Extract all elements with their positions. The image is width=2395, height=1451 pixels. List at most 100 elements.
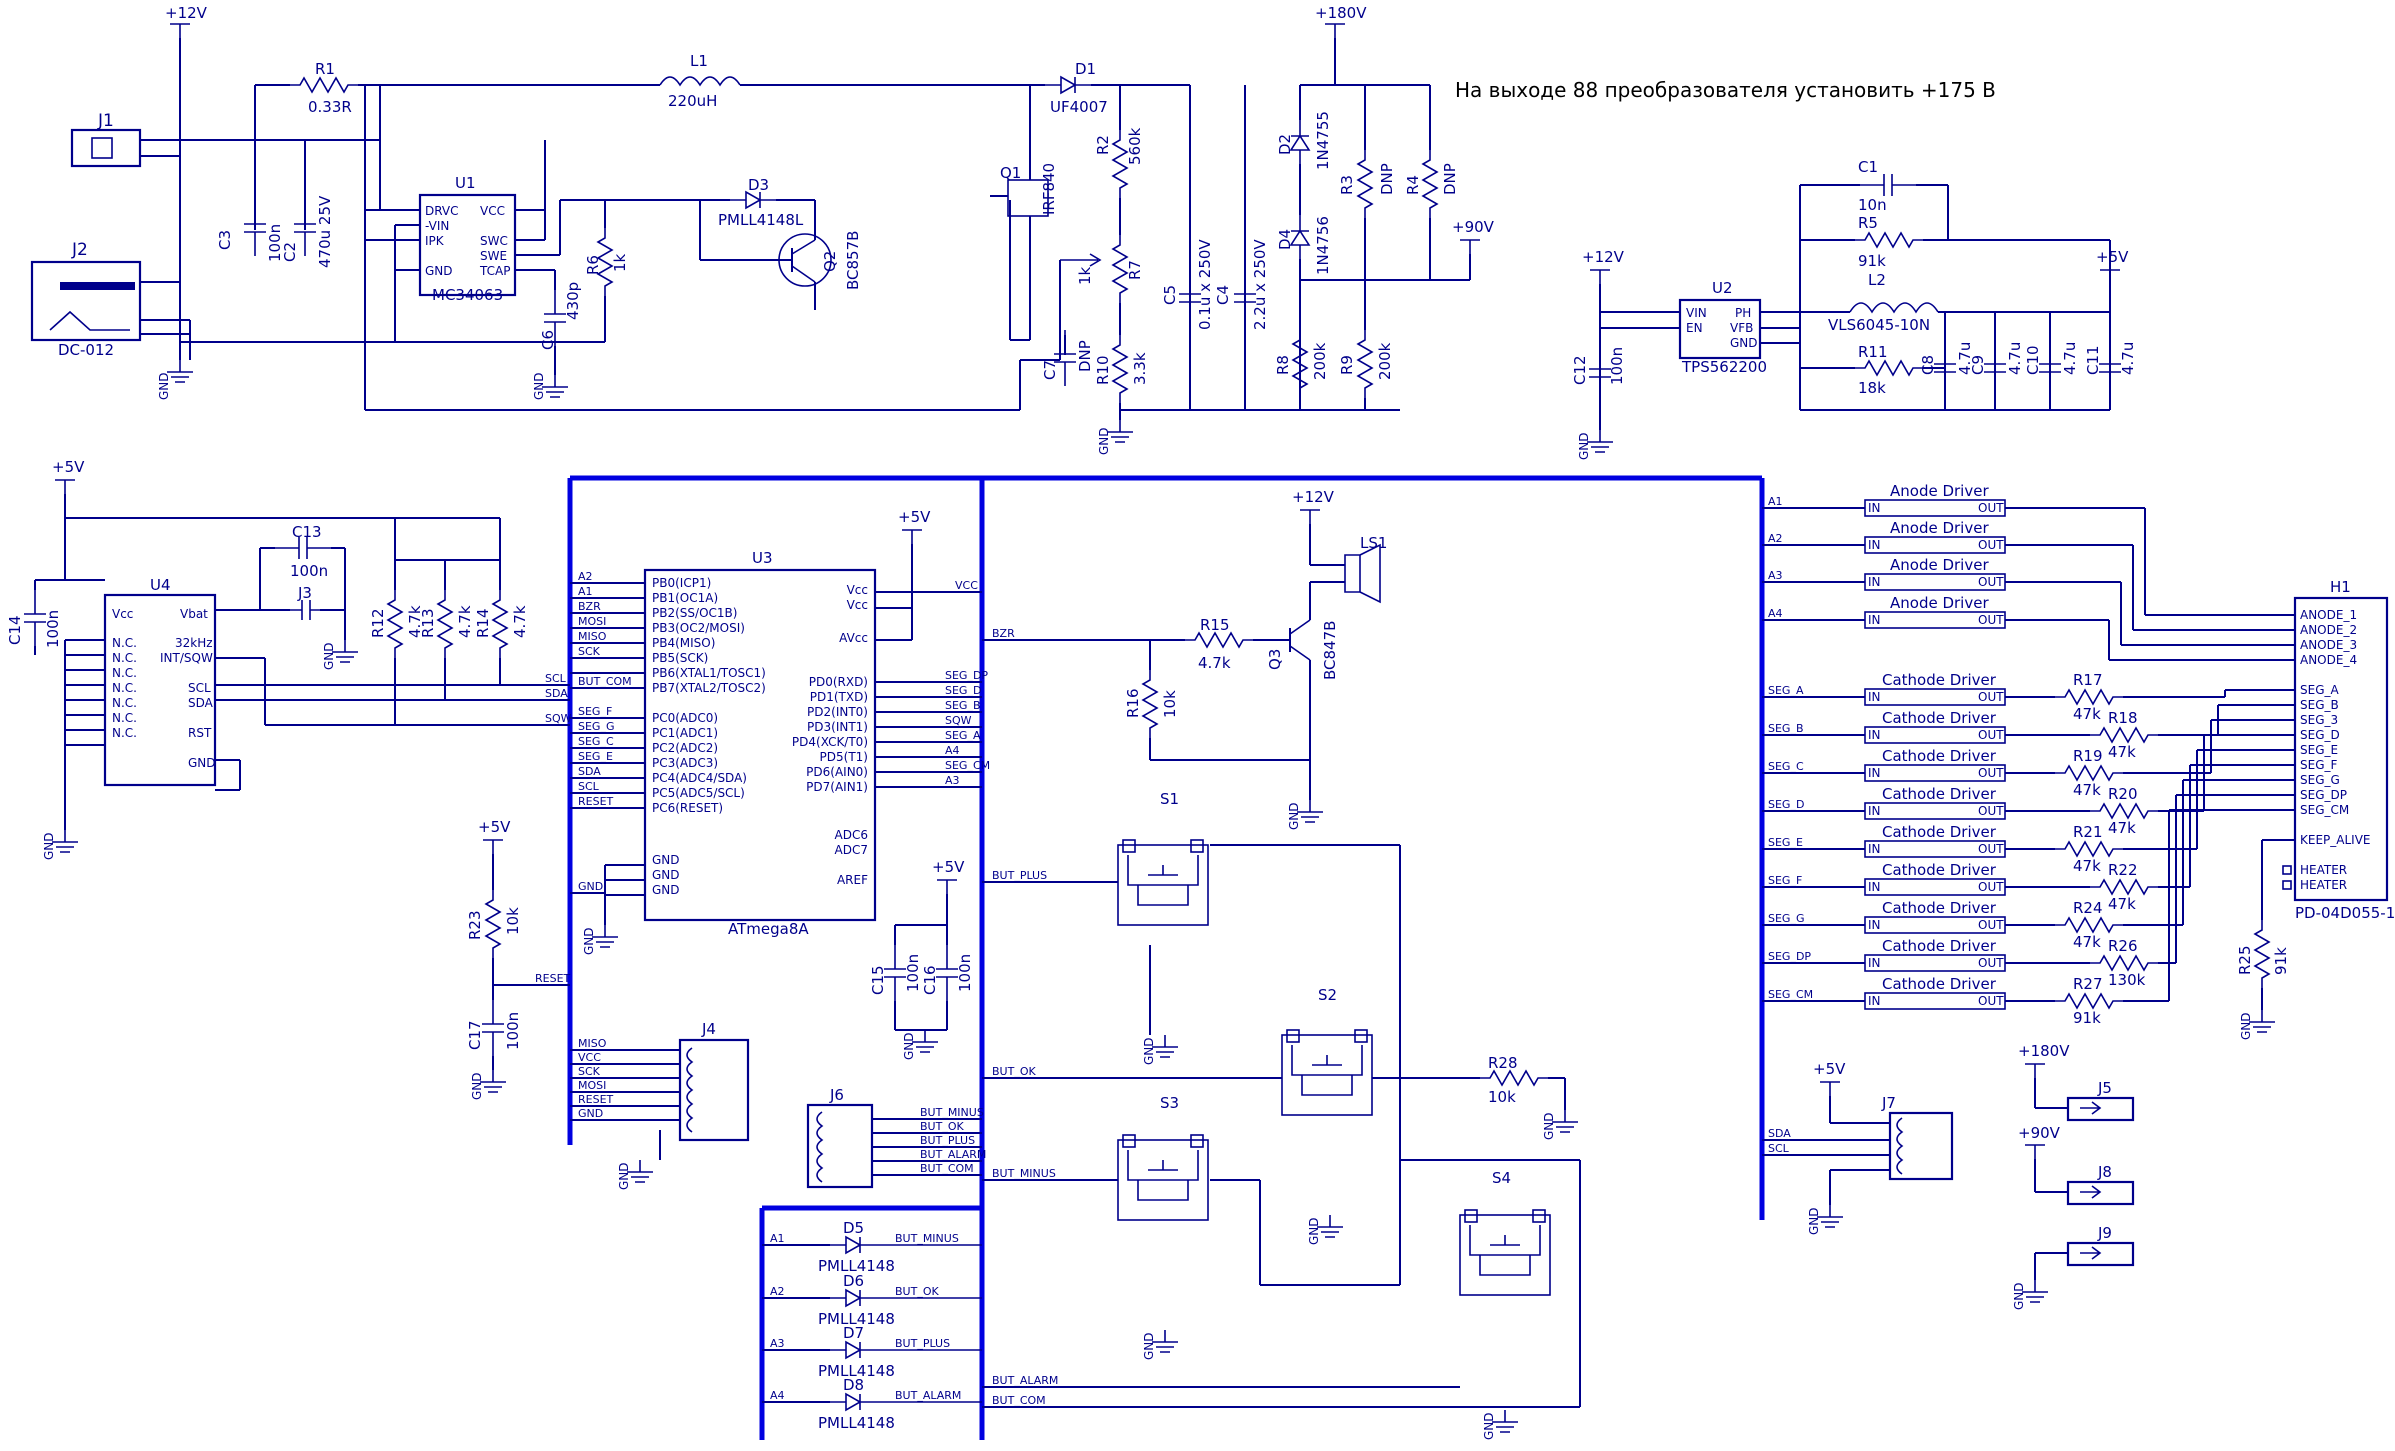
u4-pin: GND	[188, 756, 216, 770]
j1-connector	[70, 128, 142, 168]
u2-pin: PH	[1735, 306, 1751, 320]
r3-label: R3	[1338, 175, 1356, 195]
u4-pin: N.C.	[112, 681, 137, 695]
diode-value: PMLL4148	[818, 1414, 895, 1432]
c8-label: C8	[1919, 355, 1937, 375]
u1-pin: DRVC	[425, 204, 459, 218]
mcu-section: U3 ATmega8A PB0(ICP1)PB1(OC1A)PB2(SS/OC1…	[466, 508, 990, 1432]
s3-label: S3	[1160, 1094, 1179, 1112]
rail-label-90v-b: +90V	[2018, 1124, 2061, 1142]
driver-in: IN	[1868, 766, 1881, 780]
u2-value: TPS562200	[1681, 358, 1767, 376]
u3-pin-label: PB6(XTAL1/TOSC1)	[652, 666, 766, 680]
j4-net-label: MOSI	[578, 1079, 606, 1092]
u3-pin-label: PD0(RXD)	[809, 675, 868, 689]
u3-pin-label: PC4(ADC4/SDA)	[652, 771, 747, 785]
diode-anode-net: A4	[770, 1389, 785, 1402]
driver-in: IN	[1868, 575, 1881, 589]
u3-net-label: MOSI	[578, 615, 606, 628]
j7-net-scl: SCL	[1768, 1142, 1790, 1155]
seg-resistor-label: R24	[2073, 899, 2103, 917]
r5-label: R5	[1858, 214, 1878, 232]
seg-resistor	[2055, 992, 2123, 1010]
h1-pin-label: SEG_3	[2300, 713, 2338, 727]
u2-tps562200	[1678, 298, 1762, 360]
seg-net-label: SEG_G	[1768, 912, 1804, 925]
net-label-but-ok: BUT_OK	[992, 1065, 1036, 1078]
gnd-label: GND	[157, 372, 171, 400]
u3-pin-label: PC2(ADC2)	[652, 741, 718, 755]
rail-label-5v-b: +5V	[52, 458, 85, 476]
u3-pin-label: GND	[652, 853, 680, 867]
gnd-label: GND	[1807, 1207, 1821, 1235]
j4-net-label: GND	[578, 1107, 603, 1120]
s3-button[interactable]	[1117, 1134, 1209, 1221]
diode-label: D8	[843, 1376, 864, 1394]
anode-driver-title: Anode Driver	[1890, 594, 1989, 612]
u1-pin: SWC	[480, 234, 508, 248]
u4-pin: N.C.	[112, 696, 137, 710]
r28-label: R28	[1488, 1054, 1518, 1072]
u3-net-label: BZR	[578, 600, 601, 613]
rail-label-5v: +5V	[2096, 248, 2129, 266]
c14-value: 100n	[44, 610, 62, 648]
seg-resistor-value: 91k	[2073, 1009, 2101, 1027]
driver-out: OUT	[1978, 994, 2004, 1008]
rail-label-5v-d: +5V	[478, 818, 511, 836]
driver-in: IN	[1868, 918, 1881, 932]
h1-pin-label: SEG_D	[2300, 728, 2340, 742]
u2-pin: EN	[1686, 321, 1703, 335]
diode-net-label: BUT_ALARM	[895, 1389, 961, 1402]
u1-label: U1	[455, 174, 476, 192]
c1-value: 10n	[1858, 196, 1887, 214]
s4-button[interactable]	[1459, 1209, 1551, 1296]
s1-button[interactable]	[1117, 839, 1209, 926]
j9-label: J9	[2097, 1224, 2112, 1242]
gnd-label: GND	[2239, 1012, 2253, 1040]
driver-in: IN	[1868, 804, 1881, 818]
r10-value: 3.3k	[1131, 352, 1149, 385]
driver-out: OUT	[1978, 575, 2004, 589]
u4-pin: SCL	[188, 681, 211, 695]
d1-label: D1	[1075, 60, 1096, 78]
u3-pin-label: PB1(OC1A)	[652, 591, 718, 605]
buttons-section: S1 S2 S3 S4 BUT_PLUS BUT_OK BUT_MINUS BU…	[982, 790, 1581, 1440]
u3-net-label: SCL	[578, 780, 600, 793]
rail-label-12v-c: +12V	[1292, 488, 1335, 506]
h1-pin-label: KEEP_ALIVE	[2300, 833, 2371, 847]
s2-button[interactable]	[1281, 1029, 1373, 1116]
diode-label: D7	[843, 1324, 864, 1342]
rail-label-5v-f: +5V	[1813, 1060, 1846, 1078]
diode-net-label: BUT_OK	[895, 1285, 939, 1298]
cathode-driver-title: Cathode Driver	[1882, 785, 1997, 803]
u3-pin-label: PB3(OC2/MOSI)	[652, 621, 745, 635]
r5-value: 91k	[1858, 252, 1886, 270]
gnd-label: GND	[532, 372, 546, 400]
q1-mosfet	[1007, 179, 1049, 217]
j4-label: J4	[701, 1020, 716, 1038]
gnd-label: GND	[322, 642, 336, 670]
gnd-label: GND	[1142, 1037, 1156, 1065]
c11-value: 4.7u	[2119, 342, 2137, 375]
r15-label: R15	[1200, 616, 1230, 634]
driver-out: OUT	[1978, 918, 2004, 932]
h1-pin-label: HEATER	[2300, 878, 2347, 892]
u4-label: U4	[150, 576, 171, 594]
u3-pin-label: AVcc	[839, 631, 868, 645]
u4-pin: RST	[188, 726, 212, 740]
driver-in: IN	[1868, 728, 1881, 742]
j4-net-label: SCK	[578, 1065, 601, 1078]
u3-net-label: SEG_E	[578, 750, 613, 763]
u3-pin-label: GND	[652, 883, 680, 897]
diode-label: D6	[843, 1272, 864, 1290]
u3-pin-label: PB0(ICP1)	[652, 576, 711, 590]
anode-driver-title: Anode Driver	[1890, 556, 1989, 574]
u3-net-label: A1	[578, 585, 593, 598]
c9-label: C9	[1969, 355, 1987, 375]
j6-net-label: BUT_OK	[920, 1120, 964, 1133]
gnd-label: GND	[42, 832, 56, 860]
anode-net-label: A4	[1768, 607, 1783, 620]
seg-resistor-value: 130k	[2108, 971, 2146, 989]
c12-label: C12	[1571, 355, 1589, 385]
